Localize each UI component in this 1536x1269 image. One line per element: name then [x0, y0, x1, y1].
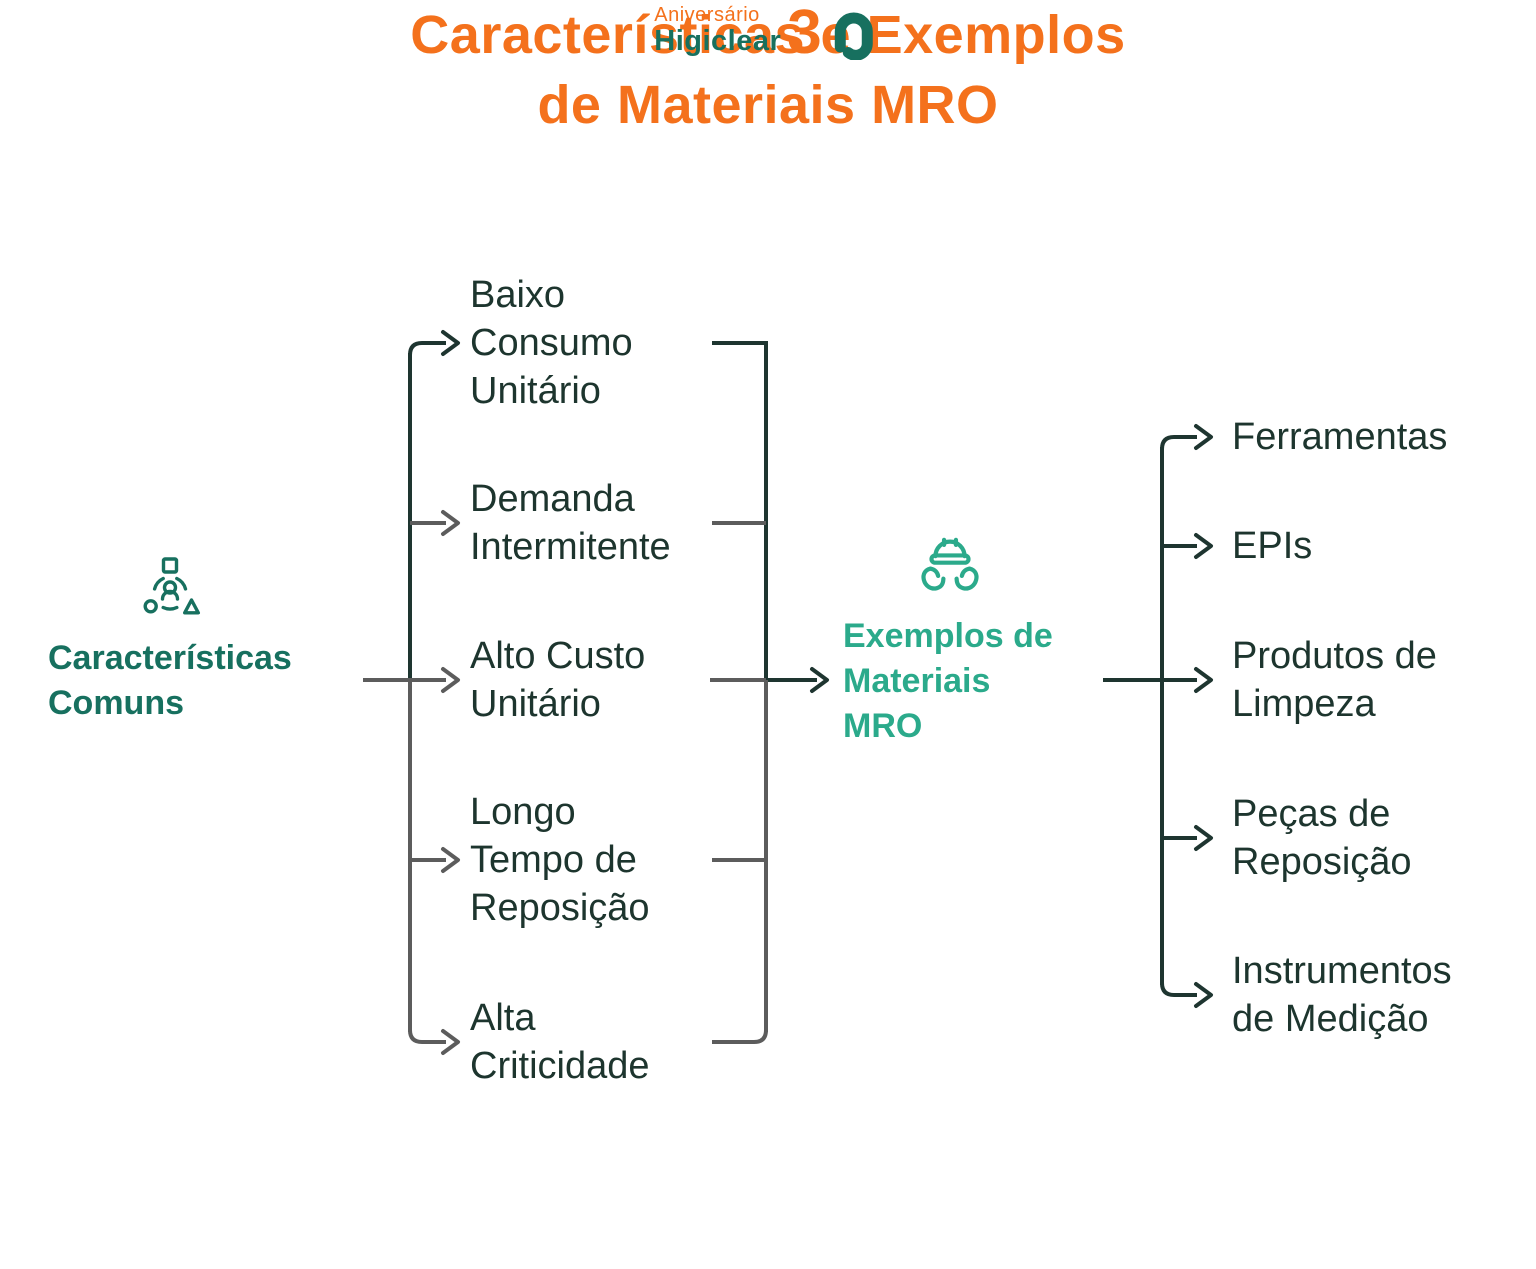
footer-logo: Aniversário Higiclear 3 [654, 0, 877, 60]
anniversary-digit-0 [834, 12, 873, 60]
center-node-label: Exemplos de Materiais MRO [843, 617, 1053, 745]
characteristic-item-3: Alto Custo Unitário [470, 635, 646, 725]
footer-brand-name: Higiclear [654, 25, 782, 57]
example-item-5: Instrumentos de Medição [1232, 950, 1452, 1040]
footer-tagline: Aniversário [654, 4, 760, 26]
characteristic-item-2: Demanda Intermitente [470, 478, 671, 568]
characteristic-item-1: Baixo Consumo Unitário [470, 274, 633, 412]
anniversary-digit-3: 3 [787, 0, 821, 60]
example-item-3: Produtos de Limpeza [1232, 635, 1437, 725]
example-item-2: EPIs [1232, 525, 1313, 567]
example-item-4: Peças de Reposição [1232, 793, 1412, 883]
hardhat-hands-icon [917, 531, 983, 601]
left-node-label: Características Comuns [48, 639, 292, 722]
characteristic-item-5: Alta Criticidade [470, 997, 650, 1087]
people-shapes-icon [139, 556, 201, 618]
characteristic-item-4: Longo Tempo de Reposição [470, 791, 650, 929]
anniversary-30-icon: 3 [787, 0, 873, 60]
example-item-1: Ferramentas [1232, 416, 1448, 458]
